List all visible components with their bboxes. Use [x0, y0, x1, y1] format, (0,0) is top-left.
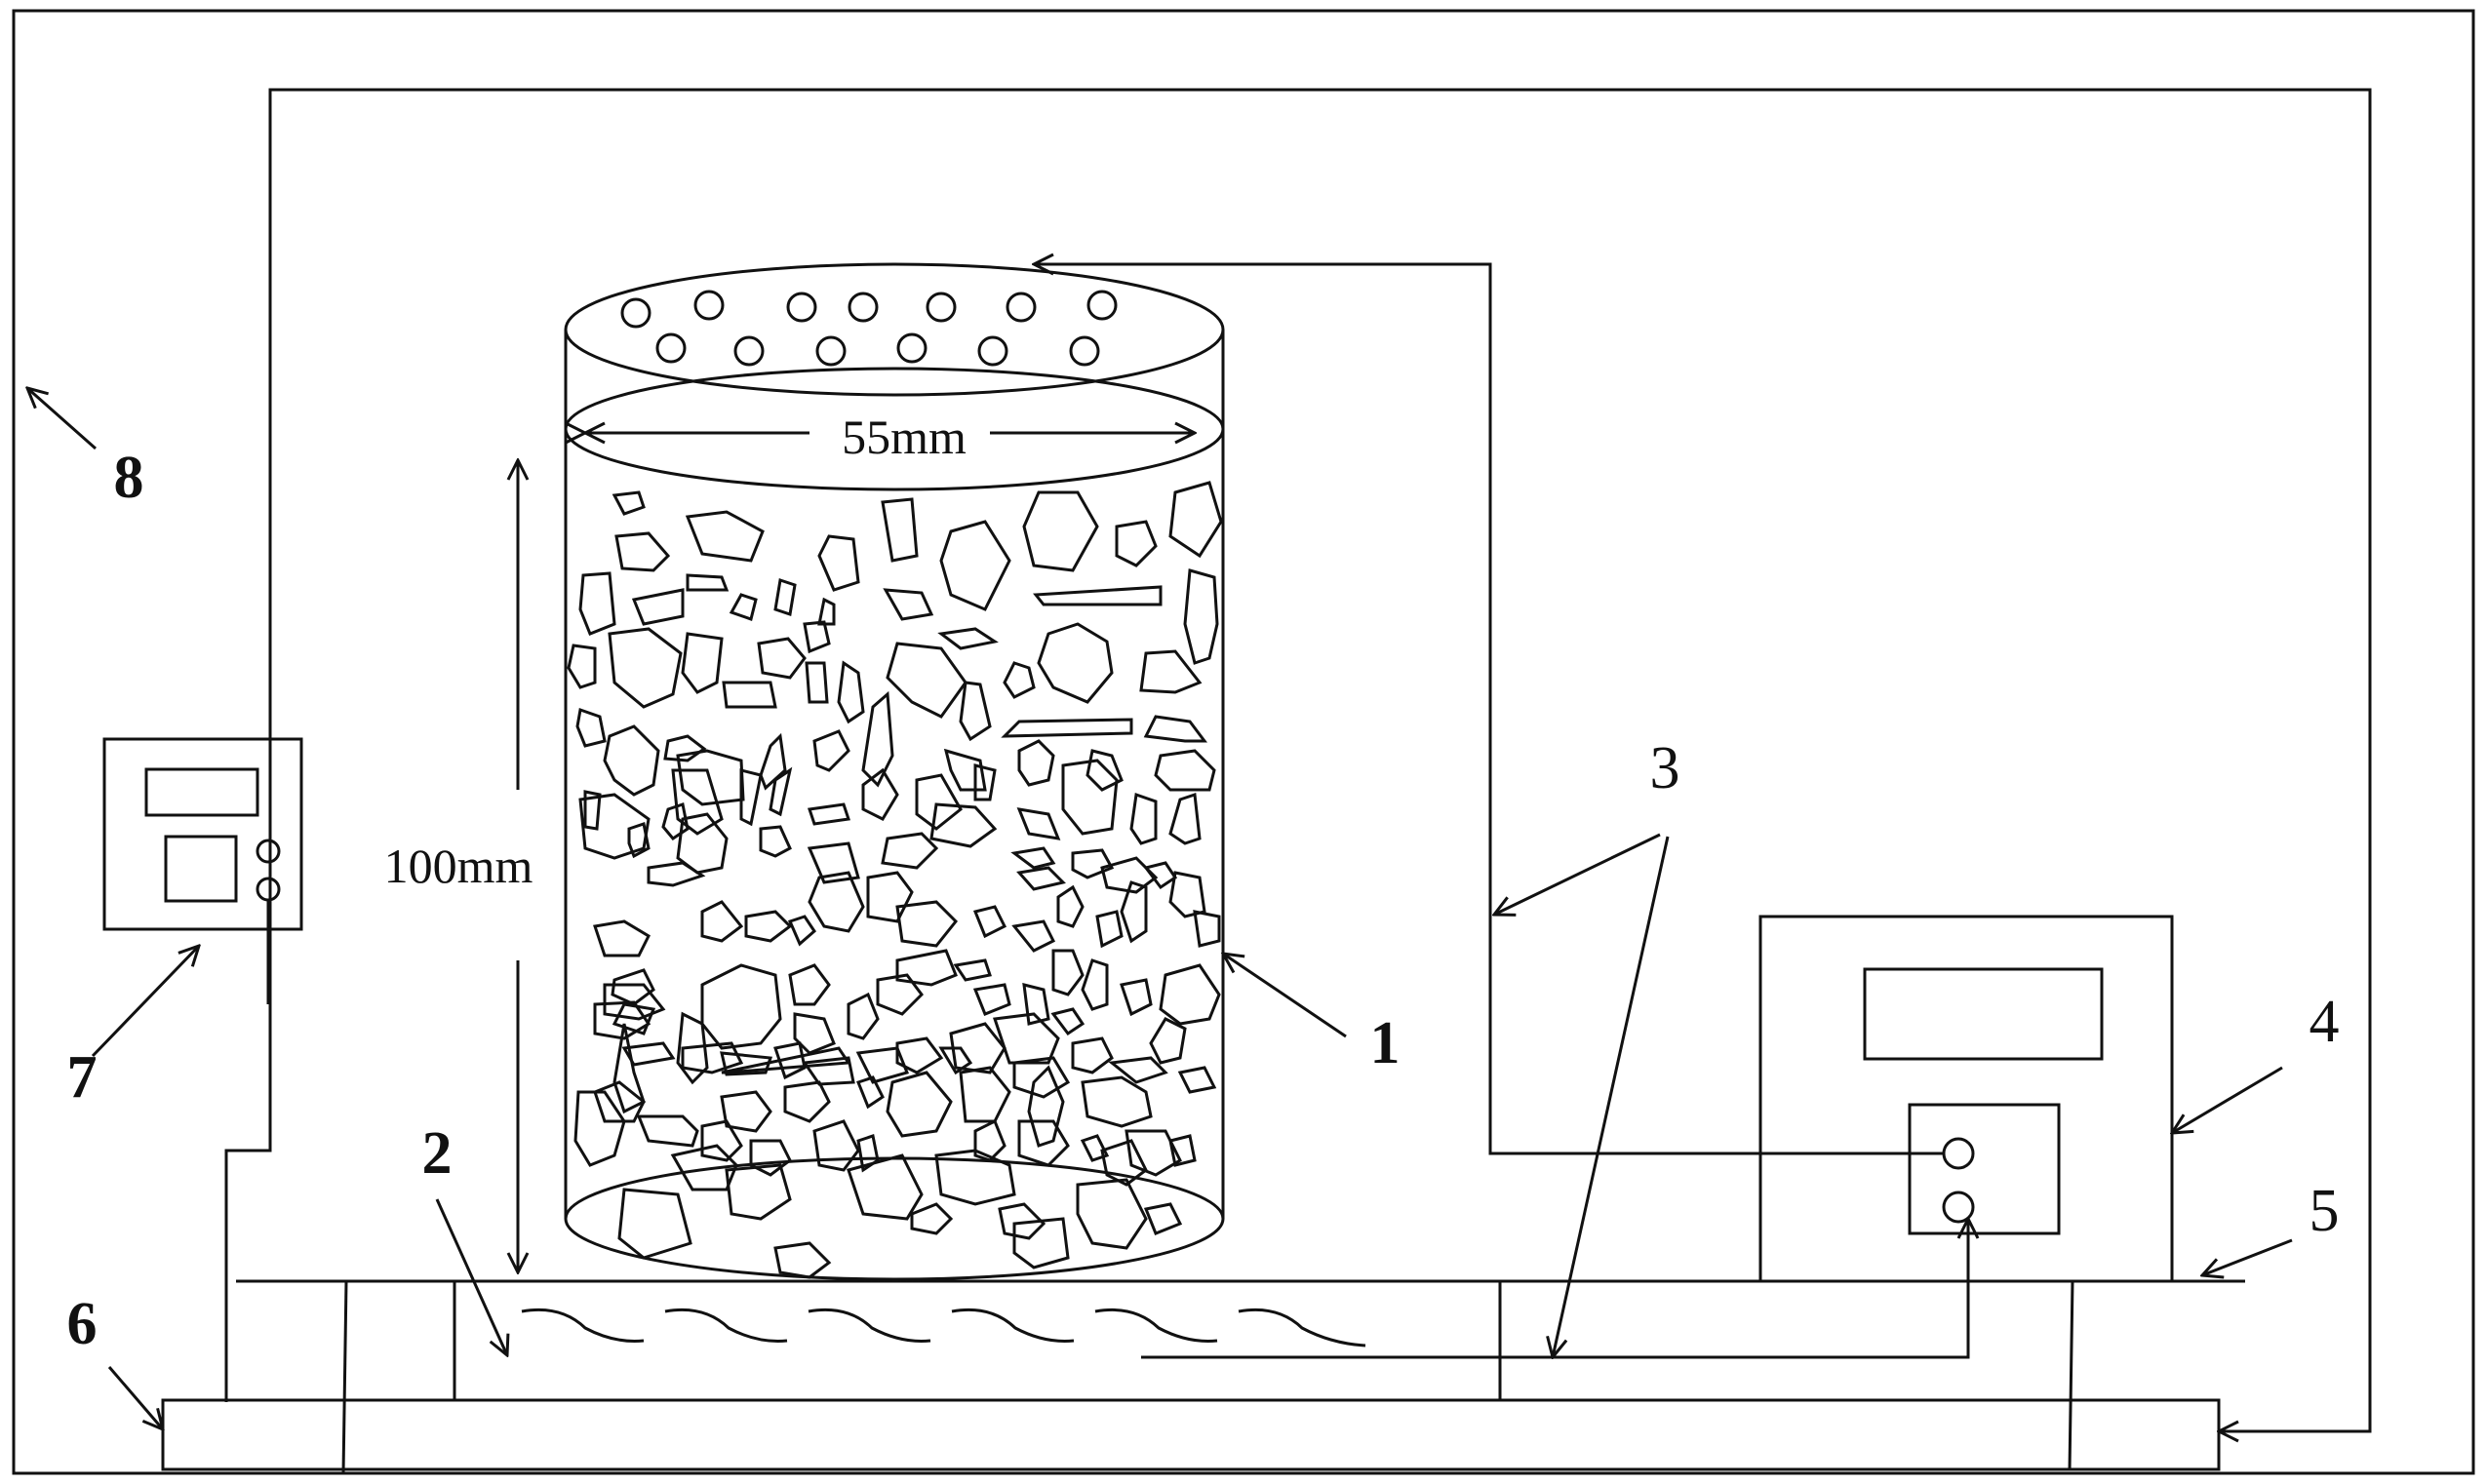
leader-4 — [2172, 1066, 2283, 1133]
top-holes — [620, 290, 1118, 367]
specimen-cylinder — [564, 262, 1225, 1281]
label-4: 4 — [2309, 989, 2340, 1055]
controller-panel — [164, 835, 238, 903]
logger-display — [1863, 967, 2104, 1061]
leader-3a — [1494, 833, 1661, 915]
sensor-wire-upper — [1034, 264, 1944, 1155]
leader-3b — [1553, 836, 1670, 1357]
logger-port-bottom — [1942, 1191, 1975, 1224]
logger-port-top — [1942, 1137, 1975, 1170]
water-bath — [453, 1281, 1502, 1400]
base-plate — [161, 1398, 2221, 1471]
diameter-label: 55mm — [842, 410, 967, 464]
frame-wire — [224, 88, 2372, 1431]
label-6: 6 — [67, 1291, 98, 1357]
height-label: 100mm — [384, 839, 533, 893]
leader-7 — [91, 946, 199, 1058]
label-7: 7 — [67, 1044, 98, 1111]
enclosure-box — [12, 9, 2475, 1475]
controller-port-top — [256, 839, 281, 864]
label-2: 2 — [422, 1120, 453, 1187]
label-3: 3 — [1650, 735, 1680, 801]
height-dimension: 100mm — [384, 460, 533, 1272]
label-5: 5 — [2309, 1178, 2340, 1244]
aggregate-pieces — [567, 481, 1223, 1279]
leader-5 — [2202, 1238, 2293, 1275]
sensor-wire-lower — [1141, 1219, 1968, 1359]
controller-display — [144, 767, 259, 817]
leader-1 — [1223, 954, 1347, 1038]
water-waves — [521, 1308, 1366, 1347]
diameter-dimension: 55mm — [585, 410, 1195, 464]
leader-6 — [107, 1366, 163, 1429]
leader-8 — [27, 388, 97, 450]
label-1: 1 — [1370, 1010, 1401, 1076]
label-8: 8 — [114, 445, 144, 511]
leader-2 — [435, 1198, 507, 1355]
data-logger — [1758, 915, 2174, 1283]
logger-panel — [1908, 1103, 2061, 1235]
temperature-controller — [102, 737, 303, 931]
controller-port-bottom — [256, 877, 281, 902]
